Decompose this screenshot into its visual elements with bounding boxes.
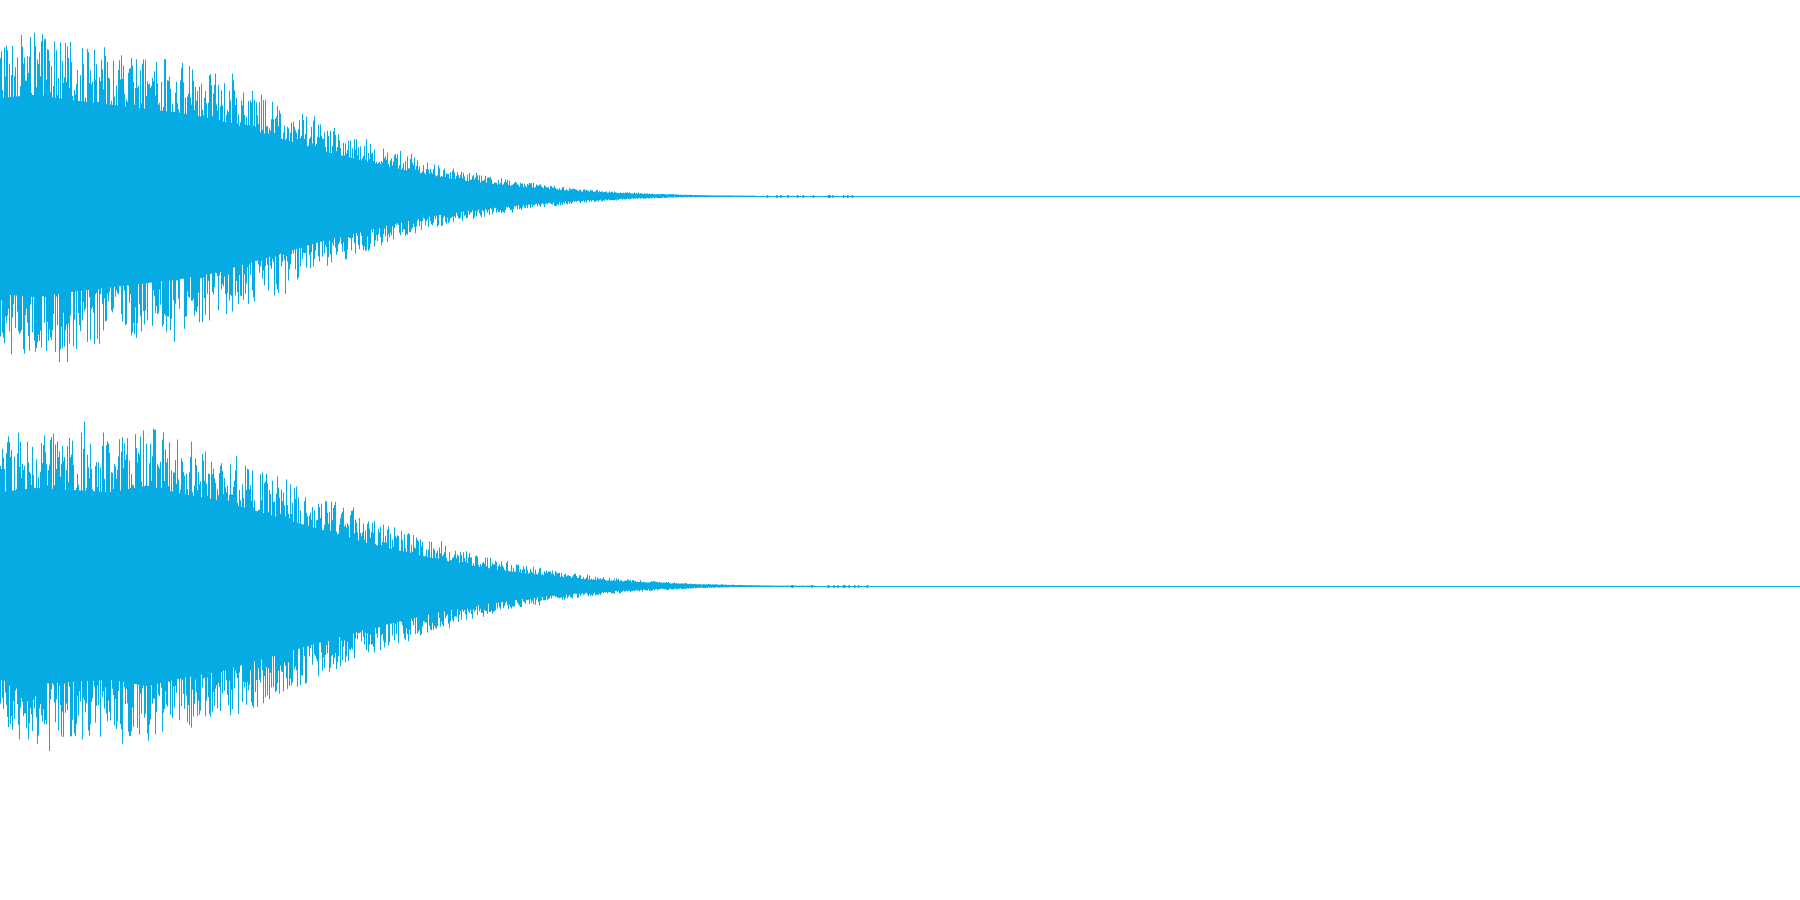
channel-1-waveform (0, 0, 1800, 390)
channel-2-tail-dot (837, 585, 839, 588)
channel-2-tail-dot (791, 585, 793, 588)
channel-1-tail-dot (851, 195, 854, 198)
channel-1-tail-dot (787, 195, 789, 198)
channel-2-tail-dot (833, 585, 835, 588)
channel-2-waveform-svg (0, 421, 1800, 751)
channel-1-tail-dot (780, 195, 782, 198)
channel-2-tail-dot (827, 585, 829, 588)
channel-1-tail-dot (776, 195, 778, 198)
channel-2-peaks (0, 421, 815, 751)
channel-1-tail-dot (827, 195, 830, 198)
channel-2-waveform (0, 390, 1800, 780)
channel-1-tail-dot (828, 195, 831, 198)
channel-2-tail-dot (842, 585, 845, 588)
channel-2-tail-dot (866, 585, 869, 588)
channel-1-tail-dot (802, 195, 805, 198)
channel-2-tail-dot (853, 585, 856, 588)
channel-1-tail-dot (842, 195, 845, 198)
channel-1-tail-dot (766, 195, 769, 198)
channel-1-tail-dot (796, 195, 799, 198)
channel-1-tail-dot (847, 195, 849, 198)
channel-1-tail-dot (812, 195, 815, 198)
channel-2-tail-dot (811, 585, 813, 588)
channel-1-tail-dot (832, 195, 834, 198)
channel-1-waveform-svg (0, 32, 1800, 363)
channel-2-tail-dot (844, 585, 846, 588)
channel-2-tail-dot (848, 585, 850, 588)
channel-1-peaks (0, 32, 797, 363)
channel-2-tail-dot (857, 585, 860, 588)
